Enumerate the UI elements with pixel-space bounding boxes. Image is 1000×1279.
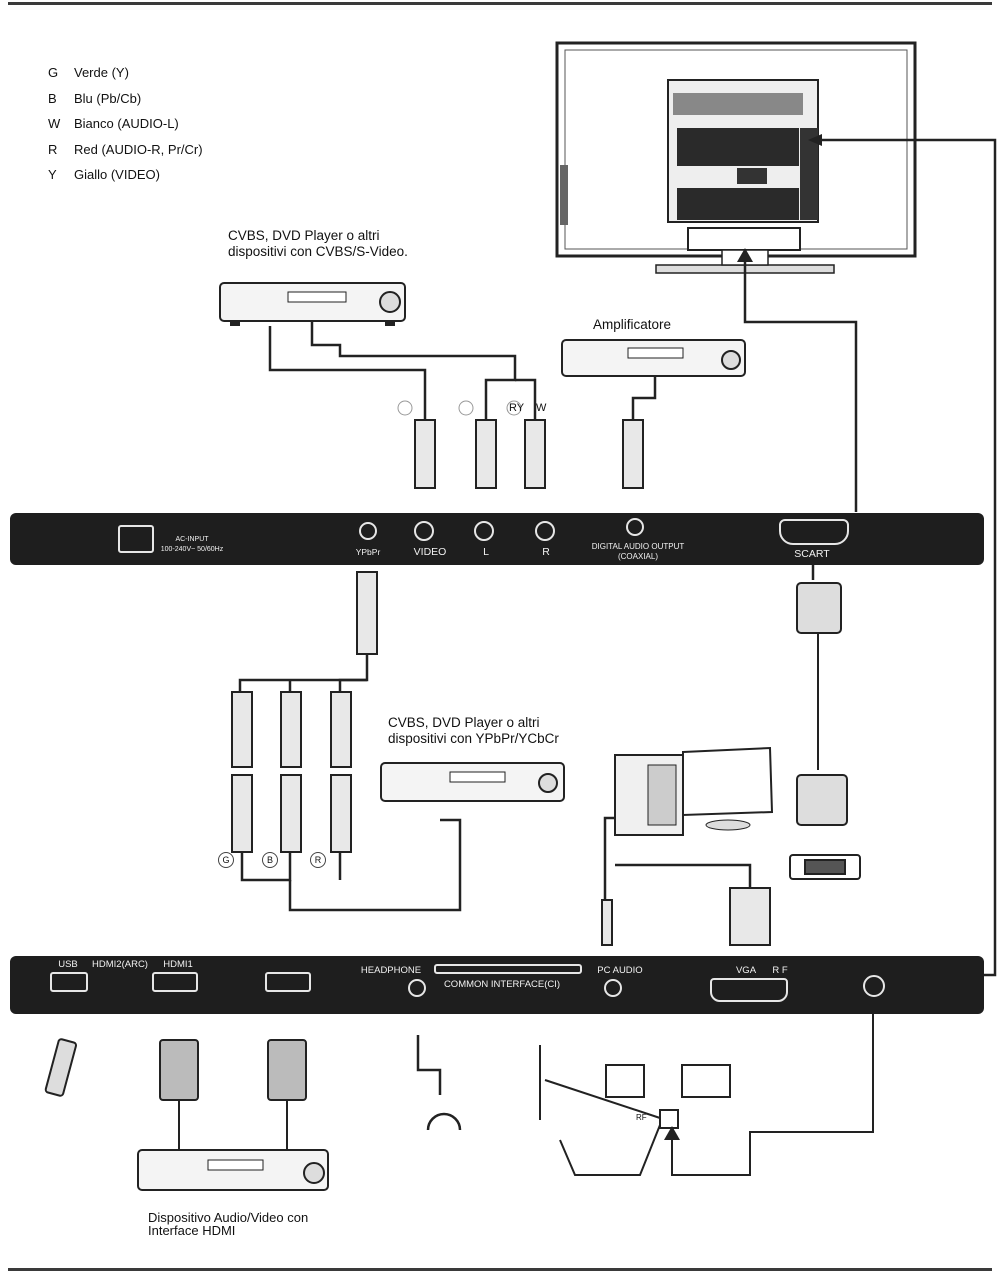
digital-audio-line2: (COAXIAL) xyxy=(617,552,659,561)
legend-code: R xyxy=(48,141,58,157)
legend-code: Y xyxy=(48,167,57,182)
component-cables xyxy=(238,655,462,912)
ypbpr-port[interactable] xyxy=(359,522,377,540)
hdmi2-label: HDMI2(ARC) xyxy=(92,959,148,970)
legend-item: G Verde (Y) xyxy=(48,60,203,86)
ypbpr-label: YPbPr xyxy=(355,547,381,557)
legend-text: Bianco (AUDIO-L) xyxy=(74,116,179,131)
bottom-rule xyxy=(8,1268,992,1271)
hdmi-device-caption: Dispositivo Audio/Video con Interface HD… xyxy=(148,1210,309,1238)
ci-slot[interactable] xyxy=(434,964,582,974)
tv-back-illustration xyxy=(555,41,917,274)
legend-text: Red (AUDIO-R, Pr/Cr) xyxy=(74,141,203,157)
audio-r-port[interactable] xyxy=(535,521,555,541)
hdmi-cables xyxy=(159,1039,307,1150)
scart-cable-icon xyxy=(789,582,861,880)
dvd-player-cvbs-icon xyxy=(219,282,406,326)
video-port[interactable] xyxy=(414,521,434,541)
legend-code: W xyxy=(48,116,61,131)
hdmi-av-device-icon xyxy=(137,1149,329,1191)
rf-port-label: R F xyxy=(772,965,788,976)
amplifier-caption: Amplificatore xyxy=(593,317,672,332)
digital-audio-line1: DIGITAL AUDIO OUTPUT xyxy=(591,542,685,551)
audio-r-label: R xyxy=(542,546,550,558)
top-rule xyxy=(8,2,992,5)
tv-side-panel-lower: USB HDMI2(ARC) HDMI1 HEADPHONE COMMON IN… xyxy=(10,956,984,1014)
antenna-rf-icon xyxy=(539,1012,874,1176)
cable-label-w: W xyxy=(536,402,547,414)
dvd-player-ypbpr-icon xyxy=(380,762,565,802)
ac-input-line1: AC-INPUT xyxy=(175,536,209,543)
ac-input-line2: 100-240V~ 50/60Hz xyxy=(160,546,224,553)
legend-code: B xyxy=(48,90,57,106)
placeholder-circles xyxy=(397,400,522,416)
legend-item: Y Giallo (VIDEO) xyxy=(48,162,203,188)
headphone-icon xyxy=(416,1035,462,1131)
ypbpr-device-caption: CVBS, DVD Player o altri dispositivi con… xyxy=(388,715,559,746)
audio-l-label: L xyxy=(483,546,489,558)
legend-text: Blu (Pb/Cb) xyxy=(74,90,142,106)
ac-input-label: AC-INPUT 100-240V~ 50/60Hz xyxy=(161,535,223,555)
rf-port[interactable] xyxy=(863,975,885,997)
legend-text: Giallo (VIDEO) xyxy=(74,167,160,182)
circled-b: B xyxy=(262,852,278,868)
pc-audio-port[interactable] xyxy=(604,979,622,997)
circled-r: R xyxy=(310,852,326,868)
pc-cables xyxy=(603,816,752,900)
cable-label-text: R xyxy=(509,402,517,414)
legend-item: W Bianco (AUDIO-L) xyxy=(48,111,203,137)
usb-port[interactable] xyxy=(50,972,88,992)
hdmi1-label: HDMI1 xyxy=(163,959,193,970)
scart-label: SCART xyxy=(794,548,830,560)
usb-label: USB xyxy=(58,959,78,970)
legend-item: B Blu (Pb/Cb) xyxy=(48,86,203,112)
pc-audio-label: PC AUDIO xyxy=(597,965,643,976)
digital-audio-label: DIGITAL AUDIO OUTPUT (COAXIAL) xyxy=(592,542,684,562)
cable-label-text: Y xyxy=(516,402,525,414)
ac-input-socket xyxy=(118,525,154,553)
legend-text: Verde (Y) xyxy=(74,65,129,80)
legend-code: G xyxy=(48,65,59,80)
headphone-label: HEADPHONE xyxy=(360,965,422,976)
ci-label: COMMON INTERFACE(CI) xyxy=(443,979,561,990)
pc-computer-icon xyxy=(614,746,774,836)
circled-g: G xyxy=(218,852,234,868)
pc-plugs xyxy=(601,887,771,946)
component-plugs xyxy=(231,571,378,853)
rf-label: RF xyxy=(636,1113,647,1122)
digital-audio-port[interactable] xyxy=(626,518,644,536)
video-label: VIDEO xyxy=(413,546,447,558)
scart-port[interactable] xyxy=(779,519,849,545)
hdmi2-port[interactable] xyxy=(152,972,198,992)
tv-side-panel-upper: AC-INPUT 100-240V~ 50/60Hz YPbPr VIDEO L… xyxy=(10,513,984,565)
legend-item: R Red (AUDIO-R, Pr/Cr) xyxy=(48,137,203,163)
rca-plugs-upper xyxy=(414,419,644,489)
vga-port[interactable] xyxy=(710,978,788,1002)
headphone-port[interactable] xyxy=(408,979,426,997)
cvbs-device-caption: CVBS, DVD Player o altri dispositivi con… xyxy=(228,228,408,259)
audio-l-port[interactable] xyxy=(474,521,494,541)
cable-label-r: RY xyxy=(509,402,524,414)
hdmi1-port[interactable] xyxy=(265,972,311,992)
vga-label: VGA xyxy=(735,965,757,976)
color-legend: G Verde (Y) B Blu (Pb/Cb) W Bianco (AUDIO-L… xyxy=(48,60,203,188)
usb-stick-icon xyxy=(44,1038,78,1097)
amplifier-icon xyxy=(561,339,746,377)
